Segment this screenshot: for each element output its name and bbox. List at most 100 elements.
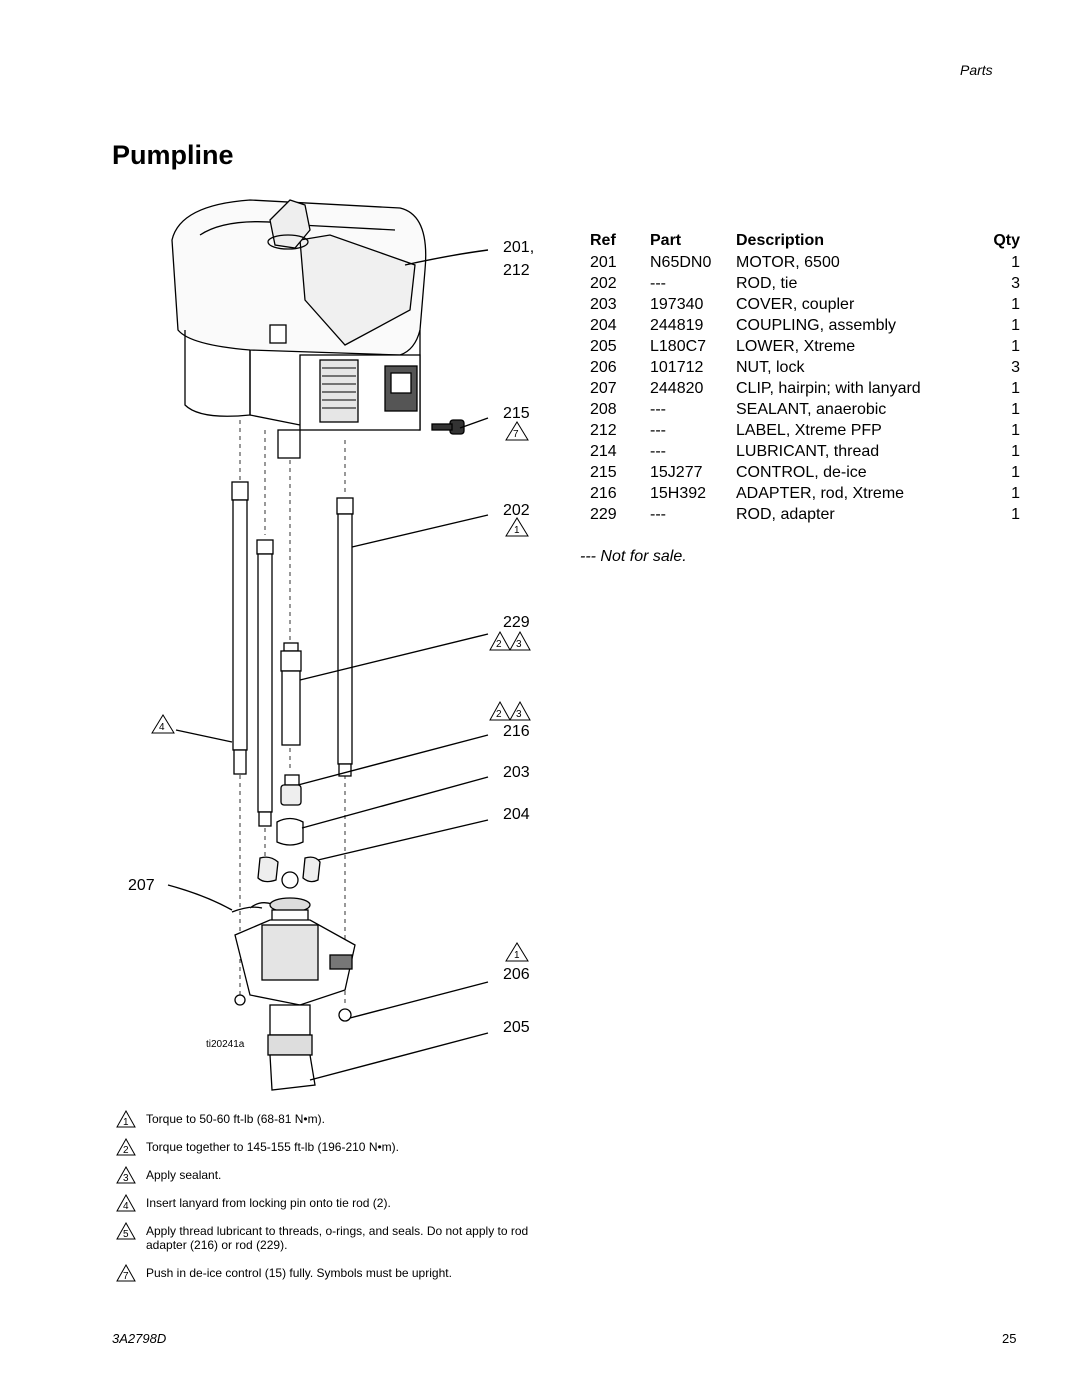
cell-part: --- (650, 400, 666, 418)
cell-description: ROD, tie (736, 274, 798, 292)
triangle-marker-icon: 4 (116, 1194, 136, 1212)
note-text: Apply thread lubricant to threads, o-rin… (146, 1224, 529, 1252)
callout-212: 212 (503, 262, 530, 279)
cell-qty: 1 (1011, 379, 1020, 397)
section-label: Parts (960, 62, 993, 78)
not-for-sale-note: --- Not for sale. (580, 548, 687, 565)
table-row: 214 --- LUBRICANT, thread 1 (590, 441, 1020, 462)
cell-ref: 212 (590, 421, 617, 439)
cell-description: LUBRICANT, thread (736, 442, 880, 460)
svg-text:1: 1 (514, 950, 520, 961)
cell-ref: 214 (590, 442, 617, 460)
cell-qty: 1 (1011, 421, 1020, 439)
cell-part: L180C7 (650, 337, 707, 355)
parts-table-header: Ref Part Description Qty (590, 230, 1020, 252)
note-item: 2 Torque together to 145-155 ft-lb (196-… (116, 1138, 536, 1156)
triangle-marker-icon: 1 (116, 1110, 136, 1128)
header-ref: Ref (590, 232, 616, 249)
triangle-marker-2-3-lower: 2 3 (489, 700, 531, 721)
svg-text:2: 2 (496, 639, 502, 650)
cell-ref: 203 (590, 295, 617, 313)
callout-215: 215 (503, 405, 530, 422)
callout-207: 207 (128, 877, 155, 894)
cell-part: --- (650, 442, 666, 460)
note-item: 5 Apply thread lubricant to threads, o-r… (116, 1222, 536, 1252)
note-item: 7 Push in de-ice control (15) fully. Sym… (116, 1264, 536, 1282)
cell-ref: 201 (590, 253, 617, 271)
note-item: 3 Apply sealant. (116, 1166, 536, 1184)
cell-description: NUT, lock (736, 358, 805, 376)
table-row: 207 244820 CLIP, hairpin; with lanyard 1 (590, 378, 1020, 399)
cell-description: ROD, adapter (736, 505, 835, 523)
note-text: Torque together to 145-155 ft-lb (196-21… (146, 1140, 400, 1154)
cell-description: SEALANT, anaerobic (736, 400, 887, 418)
triangle-marker-7: 7 (505, 421, 529, 441)
cell-description: LABEL, Xtreme PFP (736, 421, 882, 439)
svg-text:5: 5 (123, 1229, 129, 1240)
cell-qty: 1 (1011, 463, 1020, 481)
cell-qty: 1 (1011, 442, 1020, 460)
header-qty: Qty (993, 232, 1020, 249)
cell-part: 244820 (650, 379, 704, 397)
note-text: Insert lanyard from locking pin onto tie… (146, 1196, 391, 1210)
hairpin-clip (231, 902, 273, 913)
cell-part: --- (650, 274, 666, 292)
de-ice-control (431, 419, 465, 435)
cell-ref: 207 (590, 379, 617, 397)
callout-202: 202 (503, 502, 530, 519)
cell-qty: 3 (1011, 358, 1020, 376)
cell-ref: 204 (590, 316, 617, 334)
cell-part: N65DN0 (650, 253, 712, 271)
svg-text:3: 3 (516, 709, 522, 720)
lower-pump (234, 897, 356, 1091)
page-title: Pumpline (112, 140, 234, 170)
svg-text:4: 4 (159, 722, 165, 733)
note-item: 4 Insert lanyard from locking pin onto t… (116, 1194, 536, 1212)
callout-206: 206 (503, 966, 530, 983)
svg-text:4: 4 (123, 1201, 129, 1212)
cell-qty: 1 (1011, 505, 1020, 523)
cell-ref: 208 (590, 400, 617, 418)
cell-part: 15H392 (650, 484, 707, 502)
callout-203: 203 (503, 764, 530, 781)
triangle-marker-2-3-upper: 2 3 (489, 630, 531, 651)
callout-205: 205 (503, 1019, 530, 1036)
svg-text:3: 3 (516, 639, 522, 650)
cell-ref: 215 (590, 463, 617, 481)
triangle-marker-icon: 5 (116, 1222, 136, 1240)
notes-list: 1 Torque to 50-60 ft-lb (68-81 N•m). 2 T… (116, 1110, 536, 1294)
callout-201: 201, (503, 239, 534, 256)
page-number: 25 (1002, 1331, 1017, 1346)
cell-qty: 1 (1011, 316, 1020, 334)
cell-description: COUPLING, assembly (736, 316, 897, 334)
triangle-marker-icon: 2 (116, 1138, 136, 1156)
cell-description: CLIP, hairpin; with lanyard (736, 379, 921, 397)
table-row: 229 --- ROD, adapter 1 (590, 504, 1020, 525)
svg-text:2: 2 (123, 1145, 129, 1156)
cell-ref: 229 (590, 505, 617, 523)
cell-qty: 1 (1011, 337, 1020, 355)
note-text: Torque to 50-60 ft-lb (68-81 N•m). (146, 1112, 325, 1126)
header-part: Part (650, 232, 682, 249)
cell-description: LOWER, Xtreme (736, 337, 856, 355)
cell-qty: 3 (1011, 274, 1020, 292)
drawing-id: ti20241a (206, 1039, 245, 1050)
cell-ref: 206 (590, 358, 617, 376)
cell-part: 197340 (650, 295, 704, 313)
triangle-marker-icon: 3 (116, 1166, 136, 1184)
triangle-marker-icon: 7 (116, 1264, 136, 1282)
callout-204: 204 (503, 806, 530, 823)
note-text: Push in de-ice control (15) fully. Symbo… (146, 1266, 452, 1280)
cell-ref: 205 (590, 337, 617, 355)
svg-text:1: 1 (514, 525, 520, 536)
cell-description: COVER, coupler (736, 295, 855, 313)
callout-229: 229 (503, 614, 530, 631)
coupler-cover (276, 817, 304, 846)
cell-part: --- (650, 505, 666, 523)
